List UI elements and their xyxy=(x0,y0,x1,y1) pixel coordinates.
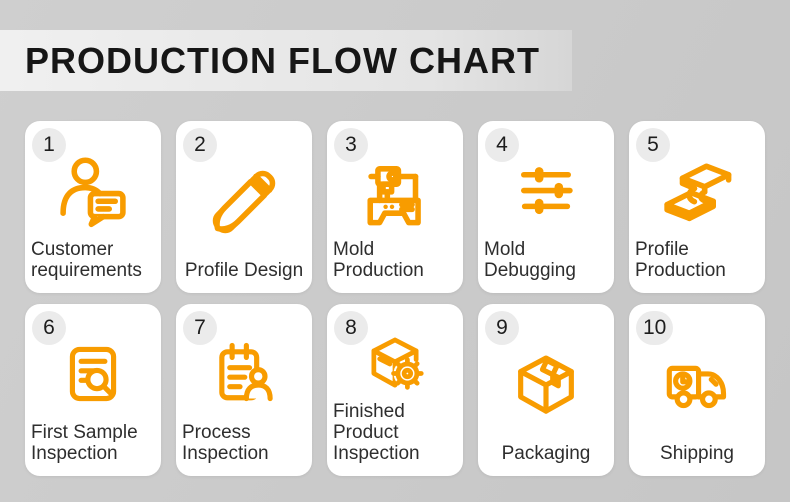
step-number-badge: 4 xyxy=(485,128,519,162)
step-card-10: 10 Shipping xyxy=(629,304,765,476)
step-number: 2 xyxy=(194,133,206,156)
step-number-badge: 2 xyxy=(183,128,217,162)
step-card-4: 4 Mold Debugging xyxy=(478,121,614,293)
process-inspection-icon xyxy=(219,342,273,402)
mold-debugging-icon xyxy=(521,167,573,215)
step-label: Profile Design xyxy=(184,260,304,281)
step-label: Shipping xyxy=(660,443,734,464)
mold-production-icon xyxy=(367,166,421,226)
step-card-1: 1 Customer requirements xyxy=(25,121,161,293)
step-number-badge: 1 xyxy=(32,128,66,162)
step-card-9: 9 Packaging xyxy=(478,304,614,476)
step-card-8: 8 Finished Product Inspection xyxy=(327,304,463,476)
packaging-icon xyxy=(518,355,574,414)
step-card-5: 5 Profile Production xyxy=(629,121,765,293)
step-number: 6 xyxy=(43,316,55,339)
step-number: 9 xyxy=(496,316,508,339)
profile-design-icon xyxy=(212,170,276,233)
shipping-icon xyxy=(666,365,727,408)
title-band: PRODUCTION FLOW CHART xyxy=(0,30,572,91)
step-number-badge: 9 xyxy=(485,311,519,345)
step-number: 10 xyxy=(643,316,667,339)
step-label: Process Inspection xyxy=(182,422,269,464)
step-number: 3 xyxy=(345,133,357,156)
step-number-badge: 3 xyxy=(334,128,368,162)
step-number-badge: 10 xyxy=(636,311,674,345)
step-number: 5 xyxy=(647,133,659,156)
step-card-3: 3 Mold Production xyxy=(327,121,463,293)
flow-steps-grid: 1 Customer requirements 2 xyxy=(25,121,765,476)
step-number: 1 xyxy=(43,133,55,156)
step-card-2: 2 Profile Design xyxy=(176,121,312,293)
customer-requirements-icon xyxy=(60,157,126,228)
step-number: 8 xyxy=(345,316,357,339)
step-label: Finished Product Inspection xyxy=(333,401,420,464)
step-number-badge: 8 xyxy=(334,311,368,345)
step-label: Packaging xyxy=(501,443,591,464)
profile-production-icon xyxy=(664,163,732,222)
step-label: Mold Debugging xyxy=(484,239,576,281)
step-number: 7 xyxy=(194,316,206,339)
step-number: 4 xyxy=(496,133,508,156)
step-card-6: 6 First Sample Inspection xyxy=(25,304,161,476)
step-label: Mold Production xyxy=(333,239,424,281)
step-number-badge: 6 xyxy=(32,311,66,345)
step-card-7: 7 Process Inspection xyxy=(176,304,312,476)
step-label: First Sample Inspection xyxy=(31,422,138,464)
finished-product-inspection-icon xyxy=(371,337,424,390)
step-label: Customer requirements xyxy=(31,239,142,281)
page-title: PRODUCTION FLOW CHART xyxy=(25,39,540,81)
step-label: Profile Production xyxy=(635,239,726,281)
first-sample-inspection-icon xyxy=(69,346,117,402)
step-number-badge: 7 xyxy=(183,311,217,345)
step-number-badge: 5 xyxy=(636,128,670,162)
